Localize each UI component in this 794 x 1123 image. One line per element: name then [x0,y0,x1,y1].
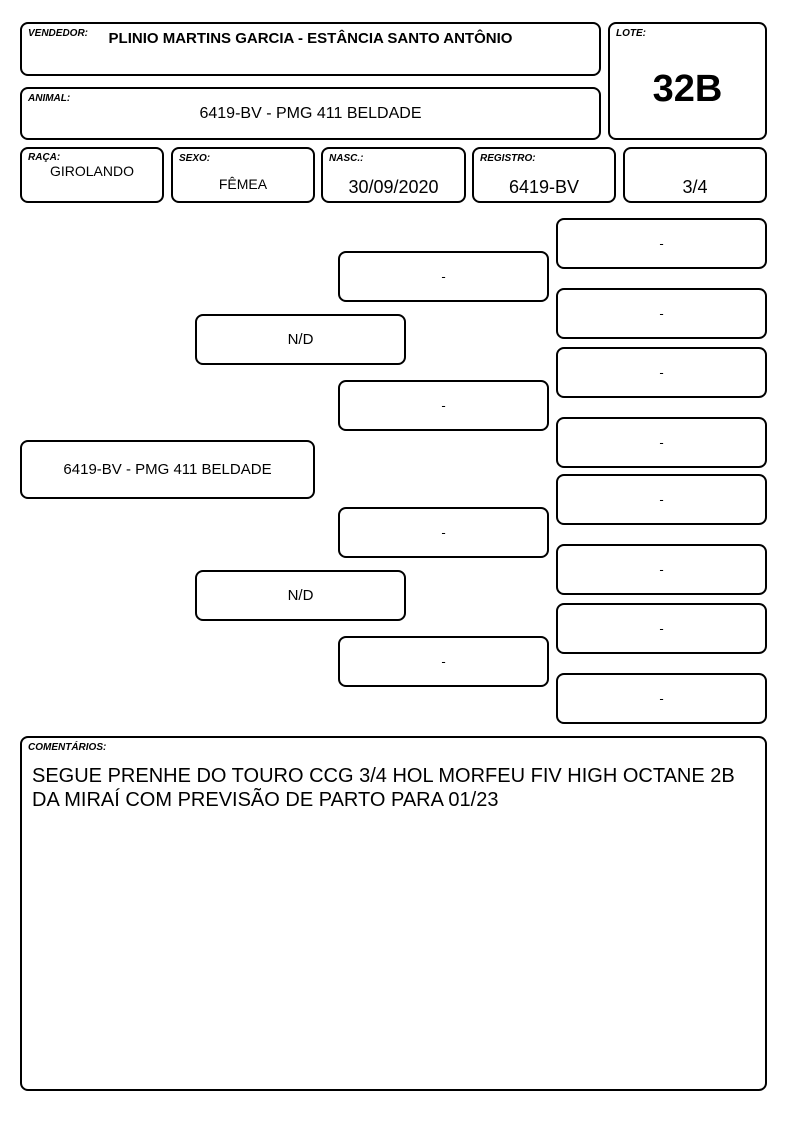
vendedor-label: VENDEDOR: [28,28,89,39]
comments-label: COMENTÁRIOS: [28,742,107,753]
raca-label: RAÇA: [28,152,61,163]
lote-value: 32B [652,68,723,110]
raca-value: GIROLANDO [49,163,134,179]
pedigree-ggp-8: - [556,673,767,724]
pedigree-sire: N/D [195,314,406,365]
pedigree-dam: N/D [195,570,406,621]
registro-box: REGISTRO: 6419-BV [472,147,616,203]
pedigree-ggp-3: - [556,347,767,398]
nasc-label: NASC.: [329,153,364,164]
lote-label: LOTE: [616,28,646,39]
grau-value: 3/4 [682,177,708,197]
nasc-box: NASC.: 30/09/2020 [321,147,466,203]
raca-box: RAÇA: GIROLANDO [20,147,164,203]
comments-box: COMENTÁRIOS: SEGUE PRENHE DO TOURO CCG 3… [20,736,767,1091]
pedigree-ggp-4: - [556,417,767,468]
pedigree-sire-dam: - [338,380,549,431]
pedigree-ggp-5: - [556,474,767,525]
pedigree-ggp-6: - [556,544,767,595]
pedigree-ggp-7: - [556,603,767,654]
sexo-value: FÊMEA [218,176,268,192]
sexo-box: SEXO: FÊMEA [171,147,315,203]
animal-label: ANIMAL: [28,93,71,104]
animal-box: ANIMAL: 6419-BV - PMG 411 BELDADE [20,87,601,140]
nasc-value: 30/09/2020 [348,177,439,197]
comments-text: SEGUE PRENHE DO TOURO CCG 3/4 HOL MORFEU… [32,765,735,811]
registro-value: 6419-BV [508,177,580,197]
animal-value: 6419-BV - PMG 411 BELDADE [199,105,422,122]
pedigree-ggp-2: - [556,288,767,339]
pedigree-animal: 6419-BV - PMG 411 BELDADE [20,440,315,499]
pedigree-ggp-1: - [556,218,767,269]
grau-box: 3/4 [623,147,767,203]
sexo-label: SEXO: [179,153,211,164]
vendedor-value: PLINIO MARTINS GARCIA - ESTÂNCIA SANTO A… [108,30,513,47]
vendedor-box: VENDEDOR: PLINIO MARTINS GARCIA - ESTÂNC… [20,22,601,76]
registro-label: REGISTRO: [480,153,536,164]
pedigree-dam-dam: - [338,636,549,687]
pedigree-dam-sire: - [338,507,549,558]
pedigree-sire-sire: - [338,251,549,302]
lote-box: LOTE: 32B [608,22,767,140]
